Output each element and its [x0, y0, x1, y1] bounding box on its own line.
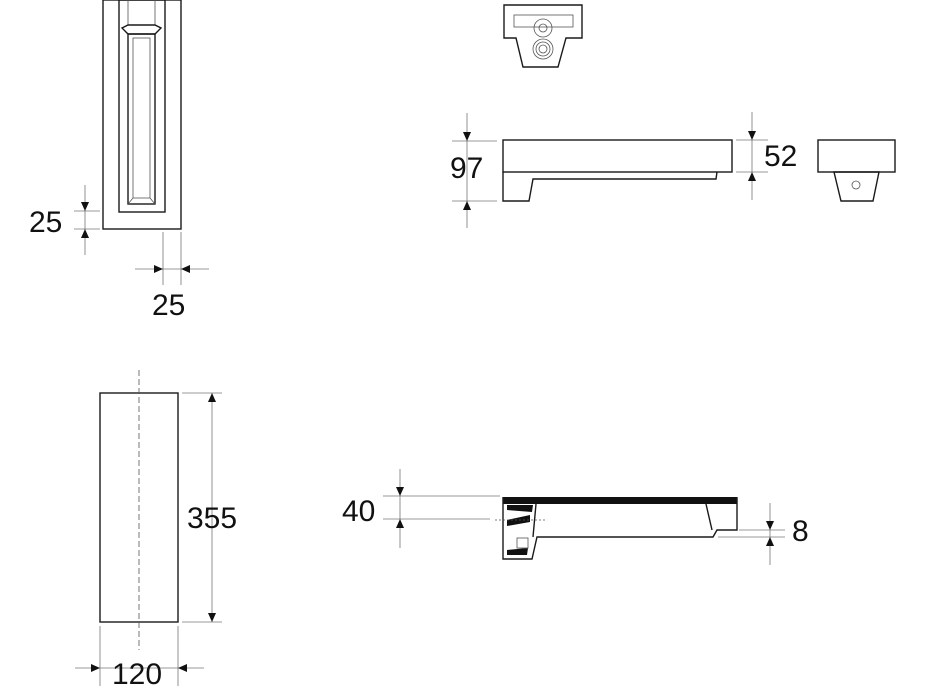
section-view: 40 8: [342, 469, 809, 565]
dim-label-97: 97: [450, 152, 483, 185]
dim-label-40: 40: [342, 495, 375, 528]
dim-label-8: 8: [792, 515, 809, 548]
dim-label-120: 120: [112, 658, 162, 686]
dim-label-25-horizontal: 25: [152, 289, 185, 322]
dim-label-25-vertical: 25: [29, 206, 62, 239]
dim-label-355: 355: [187, 502, 237, 535]
dim-label-52: 52: [764, 140, 797, 173]
side-view: 97 52: [450, 112, 896, 228]
outline-view: 355 120: [75, 370, 237, 686]
top-view: [503, 4, 583, 68]
front-view: 25 25: [29, 0, 209, 322]
